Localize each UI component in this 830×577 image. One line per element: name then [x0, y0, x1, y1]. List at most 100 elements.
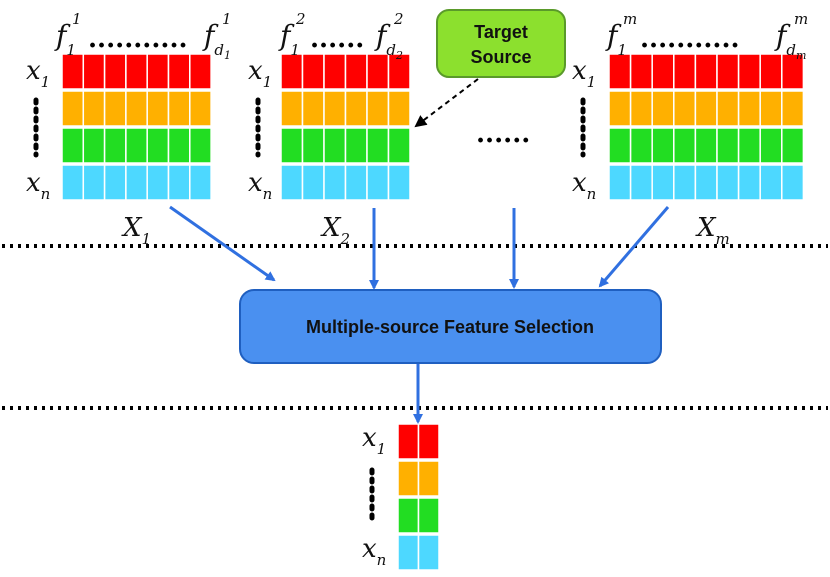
target-source-arrow: [414, 78, 479, 128]
matrix-cell: [608, 53, 632, 90]
matrix-cell: [344, 53, 368, 90]
matrix-cell: [651, 164, 675, 201]
matrix-cell: [629, 90, 653, 127]
matrix-cell: [189, 164, 212, 201]
matrix-cell: [103, 53, 127, 90]
matrix-cell: [629, 127, 653, 164]
matrix-cell: [344, 90, 368, 127]
matrix-cell: [387, 127, 411, 164]
matrix-cell: [301, 90, 325, 127]
matrix-2-first-feature-sup: 2: [295, 10, 306, 28]
matrix-1-row-last-label: xn: [26, 168, 50, 203]
matrix-cell: [146, 127, 170, 164]
matrix-cell: [167, 53, 191, 90]
matrix-cell: [323, 53, 347, 90]
matrix-cell: [366, 53, 390, 90]
matrix-cell: [323, 90, 347, 127]
matrix-cell: [737, 164, 761, 201]
matrix-cell: [716, 127, 740, 164]
output-row-last-label: xn: [362, 534, 386, 569]
matrix-cell: [280, 53, 304, 90]
output-matrix-grid: [397, 423, 440, 571]
matrix-2-label: X2: [320, 213, 350, 248]
matrix-cell: [61, 164, 85, 201]
matrix-cell: [344, 164, 368, 201]
matrix-cell: [673, 90, 697, 127]
matrix-2-row-last-label: xn: [248, 168, 272, 203]
matrix-m-row-first-label: x1: [572, 56, 596, 91]
matrix-1-row-first-label: x1: [26, 56, 50, 91]
matrix-cell: [146, 90, 170, 127]
matrix-m-label: Xm: [695, 213, 730, 248]
matrix-cell: [673, 53, 697, 90]
matrix-2-feature-dots: ......: [310, 24, 364, 54]
matrix-cell: [397, 534, 420, 571]
process-label: Multiple-source Feature Selection: [306, 317, 594, 337]
matrix-m-feature-dots: ...........: [640, 24, 740, 54]
matrix-cell: [781, 164, 805, 201]
matrix-cell: [125, 127, 148, 164]
matrix-cell: [417, 534, 440, 571]
matrix-cell: [387, 164, 411, 201]
matrix-cell: [781, 53, 805, 90]
sources-ellipsis: ......: [476, 119, 530, 149]
matrix-cell: [737, 127, 761, 164]
matrix-cell: [387, 90, 411, 127]
matrix-1-last-feature-sup: 1: [222, 10, 232, 28]
matrix-cell: [694, 53, 718, 90]
matrix-cell: [651, 90, 675, 127]
matrix-cell: [716, 90, 740, 127]
matrix-cell: [673, 127, 697, 164]
matrix-cell: [737, 53, 761, 90]
matrix-cell: [61, 53, 85, 90]
matrix-cell: [673, 164, 697, 201]
matrix-cell: [82, 164, 106, 201]
matrix-cell: [82, 53, 106, 90]
matrix-cell: [694, 90, 718, 127]
matrix-cell: [280, 90, 304, 127]
arrow-matrix-m-to-process: [598, 206, 670, 288]
matrix-cell: [694, 164, 718, 201]
matrix-cell: [716, 164, 740, 201]
matrix-cell: [608, 127, 632, 164]
matrix-cell: [366, 164, 390, 201]
matrix-cell: [387, 53, 411, 90]
matrix-cell: [82, 90, 106, 127]
matrix-cell: [125, 90, 148, 127]
matrix-cell: [280, 127, 304, 164]
matrix-cell: [608, 164, 632, 201]
matrix-cell: [716, 53, 740, 90]
matrix-cell: [103, 164, 127, 201]
matrix-cell: [608, 90, 632, 127]
matrix-m-row-last-label: xn: [572, 168, 596, 203]
matrix-cell: [189, 127, 212, 164]
matrix-cell: [694, 127, 718, 164]
matrix-2-grid: [280, 53, 411, 201]
matrix-2-row-first-label: x1: [248, 56, 272, 91]
matrix-cell: [103, 127, 127, 164]
matrix-cell: [280, 164, 304, 201]
matrix-cell: [82, 127, 106, 164]
matrix-cell: [651, 53, 675, 90]
matrix-cell: [629, 164, 653, 201]
matrix-cell: [125, 164, 148, 201]
matrix-1-label: X1: [121, 213, 151, 248]
matrix-cell: [125, 53, 148, 90]
matrix-m-last-feature-sup: m: [794, 10, 808, 28]
matrix-cell: [301, 164, 325, 201]
matrix-cell: [167, 164, 191, 201]
matrix-cell: [61, 90, 85, 127]
matrix-cell: [167, 90, 191, 127]
matrix-cell: [397, 423, 420, 460]
matrix-cell: [759, 53, 783, 90]
arrow-matrix-1-to-process: [169, 205, 276, 282]
matrix-cell: [103, 90, 127, 127]
matrix-cell: [397, 460, 420, 497]
matrix-cell: [301, 53, 325, 90]
matrix-cell: [366, 127, 390, 164]
matrix-m-first-feature-sup: m: [623, 10, 637, 28]
matrix-cell: [759, 164, 783, 201]
target-source-box: Target Source: [436, 9, 566, 78]
matrix-cell: [301, 127, 325, 164]
